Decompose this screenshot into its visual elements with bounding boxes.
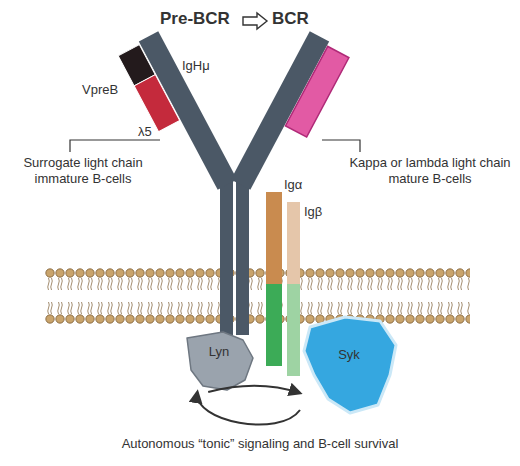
kinase-name: Lyn [183,344,255,360]
annotation-label: Surrogate light chain immature B-cells [8,155,158,187]
lambda5-domain [134,75,180,132]
kinase-name: Syk [300,347,398,363]
annotation-label: Kappa or lambda light chain mature B-cel… [342,155,518,187]
kinase-node: Lyn [183,330,255,392]
annotation-label: Igβ [304,204,334,220]
annotation-label: Igα [284,177,314,193]
bracket [70,140,160,152]
ig-alpha-extracellular [266,192,282,284]
ig-alpha-cytoplasmic [266,284,282,366]
annotation-label: λ5 [138,124,162,140]
ig-beta-cytoplasmic [287,284,300,376]
annotation-label: Pre-BCR [160,9,244,29]
annotation-label: IgHμ [182,58,222,74]
kinase-outline [187,332,253,390]
annotation-label: VpreB [82,82,132,98]
kinase-shape [183,330,255,392]
heavy-chain-stem [236,172,249,335]
annotation-label: BCR [272,9,332,29]
title-arrow [243,13,267,29]
left-arm [117,31,237,201]
heavy-chain-stem [220,172,233,335]
cycle-arrow [197,392,300,425]
light-chain [285,46,348,137]
bracket [322,140,360,152]
annotation-label: Autonomous “tonic” signaling and B-cell … [0,436,520,452]
kinase-outline [304,317,396,413]
right-arm [231,31,351,201]
kinase-node: Syk [300,315,398,415]
kinase-shape [300,315,398,415]
lipid-bilayer [45,268,470,324]
ig-beta-extracellular [287,202,300,284]
